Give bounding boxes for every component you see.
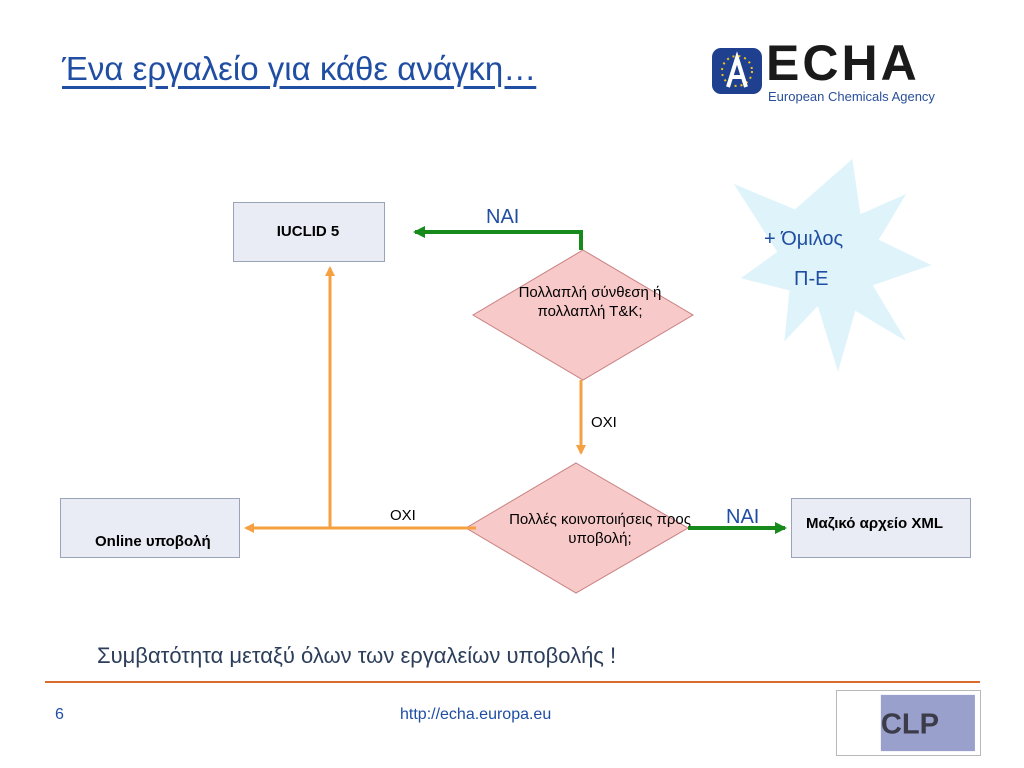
online-submission-label: Online υποβολή — [95, 533, 211, 550]
slide-title: Ένα εργαλείο για κάθε ανάγκη… — [62, 50, 537, 87]
flowchart — [244, 159, 932, 594]
no-label-2: ΟΧΙ — [390, 507, 416, 524]
iuclid-box — [233, 202, 385, 262]
clp-badge-icon: CLP — [836, 690, 981, 756]
footer-divider — [45, 681, 980, 683]
decision-diamond-1 — [472, 249, 694, 381]
yes-label-1: ΝΑΙ — [486, 206, 520, 228]
bulk-xml-box — [791, 498, 971, 558]
no-label-1: ΟΧΙ — [591, 414, 617, 431]
page-number: 6 — [55, 706, 64, 723]
logo-wordmark: ECHA — [766, 35, 920, 91]
clp-badge-text: CLP — [881, 709, 939, 741]
decision-2-label: Πολλές κοινοποιήσεις προς υποβολή; — [509, 511, 691, 547]
bulk-xml-label: Μαζικό αρχείο XML — [806, 515, 944, 532]
arrow-yes-to-iuclid — [413, 226, 583, 250]
starburst-text-line-2: Π-Ε — [794, 268, 829, 290]
starburst-text-line-1: + Όμιλος — [764, 228, 844, 250]
iuclid-label: IUCLID 5 — [276, 223, 340, 240]
decision-diamond-2 — [465, 462, 689, 594]
compatibility-statement: Συμβατότητα μεταξύ όλων των εργαλείων υπ… — [97, 643, 617, 668]
yes-label-2: ΝΑΙ — [726, 506, 760, 528]
starburst-shape — [733, 159, 932, 372]
logo-subtitle: European Chemicals Agency — [768, 89, 935, 104]
decision-1-label: Πολλαπλή σύνθεση ή πολλαπλή Τ&Κ; — [518, 284, 662, 320]
echa-logo-icon — [712, 48, 762, 94]
footer-url[interactable]: http://echa.europa.eu — [400, 706, 552, 723]
online-submission-box — [60, 498, 240, 558]
